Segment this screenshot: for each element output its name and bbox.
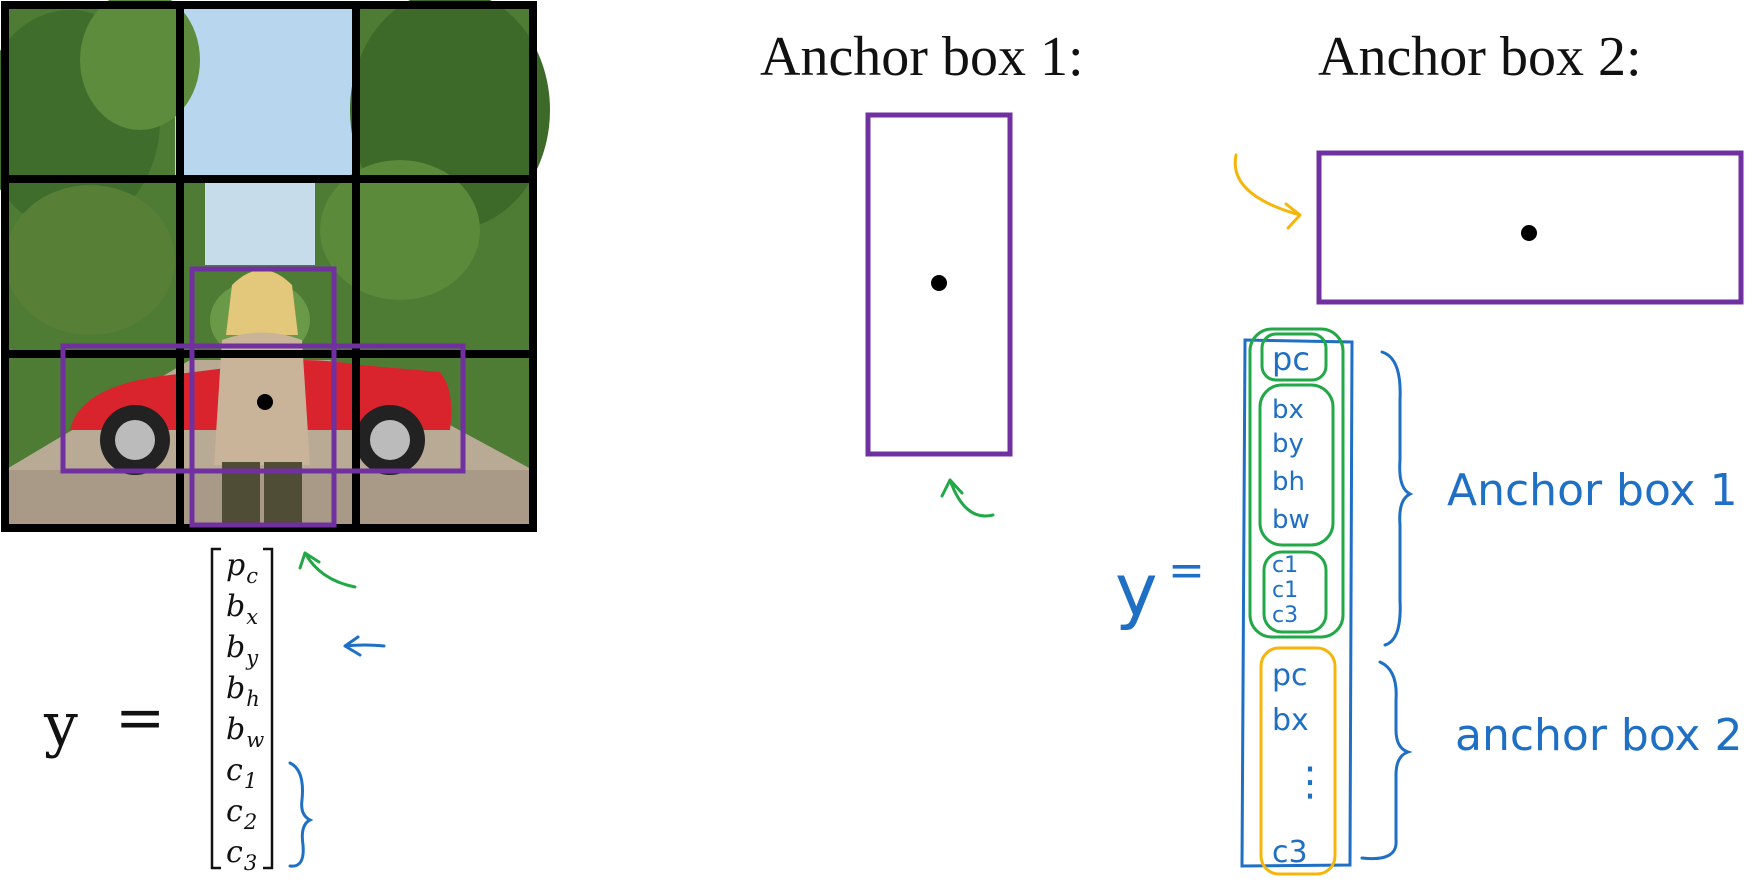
handwritten-entry: c1 (1272, 578, 1298, 603)
handwritten-anchor-box-1-label: Anchor box 1 (1447, 465, 1738, 516)
handwritten-entry: c3 (1272, 603, 1298, 628)
handwritten-entry: pc (1272, 340, 1310, 378)
handwritten-entry: bh (1272, 467, 1305, 497)
y-entry-c3: c3 (226, 835, 257, 875)
blue-arrow-bbox (343, 635, 386, 657)
handwritten-anchor-box-2-label: anchor box 2 (1455, 710, 1742, 761)
equals-sign: = (115, 683, 165, 753)
green-arrow-anchor1 (940, 478, 995, 518)
car-bounding-box (60, 343, 466, 474)
handwritten-entry: bx (1272, 395, 1304, 425)
blue-brace-classes (288, 761, 314, 868)
scene-image (0, 0, 550, 532)
grid-3x3 (1, 1, 537, 532)
y-entry-bh: bh (226, 671, 260, 711)
y-entry-by: by (226, 630, 259, 670)
handwritten-group-2: pc bx ⋮ c3 (1272, 658, 1330, 870)
y-entry-c2: c2 (226, 794, 257, 834)
handwritten-entry: c1 (1272, 553, 1298, 578)
y-entry-bw: bw (226, 712, 264, 752)
y-entry-pc: pc (226, 548, 258, 588)
handwritten-entry: bx (1272, 703, 1309, 738)
blue-brace-anchor1 (1380, 350, 1414, 647)
handwritten-entry: ⋮ (1290, 759, 1330, 805)
y-entry-c1: c1 (226, 753, 257, 793)
handwritten-entry: pc (1272, 658, 1308, 693)
anchor-box-2-center-dot (1521, 225, 1537, 241)
handwritten-y: y (1115, 548, 1158, 632)
handwritten-entry: bw (1272, 505, 1310, 535)
anchor-box-1-center-dot (931, 275, 947, 291)
handwritten-entry: by (1272, 429, 1304, 459)
handwritten-equals: = (1168, 545, 1205, 596)
y-symbol: y (43, 690, 78, 760)
blue-brace-anchor2 (1360, 660, 1413, 861)
anchor-box-1-title: Anchor box 1: (760, 26, 1084, 88)
green-arrow-pc (298, 551, 357, 589)
anchor-box-2-shape (1316, 150, 1744, 305)
green-class-group (1262, 550, 1328, 634)
object-center-dot (257, 394, 273, 410)
green-anchor1-group (1248, 327, 1345, 639)
person-bounding-box (189, 266, 337, 528)
handwritten-entry: c3 (1272, 835, 1308, 870)
anchor-box-2-title: Anchor box 2: (1318, 26, 1642, 88)
right-bracket (263, 547, 274, 870)
anchor-box-2-panel: Anchor box 2: (1233, 26, 1744, 305)
orange-arrow-anchor2 (1233, 153, 1302, 230)
green-bbox-group (1258, 383, 1335, 547)
orange-anchor2-group (1259, 646, 1337, 876)
left-bracket (210, 547, 221, 870)
blue-vector-column (1240, 338, 1354, 868)
anchor-box-1-shape (865, 112, 1013, 457)
y-entry-bx: bx (226, 589, 258, 629)
green-pc-box (1260, 332, 1328, 382)
anchor-box-1-panel: Anchor box 1: (760, 26, 1084, 518)
